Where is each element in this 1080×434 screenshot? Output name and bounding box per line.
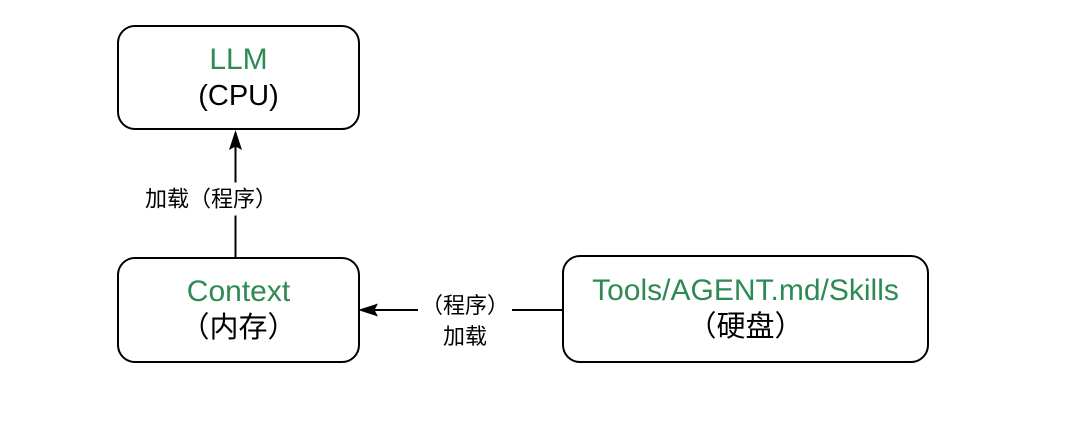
edge-label-tools-to-context: （程序） 加载 [417,289,513,353]
node-context: Context （内存） [117,257,360,363]
edge-label-tools-to-context-line1: （程序） [420,293,510,318]
edge-label-context-to-llm: 加载（程序） [141,182,281,216]
node-context-subtitle: （内存） [180,312,297,344]
node-llm: LLM (CPU) [117,25,360,130]
edge-label-tools-to-context-line2: 加载 [442,324,488,349]
node-tools-title: Tools/AGENT.md/Skills [592,274,899,307]
node-tools-subtitle: （硬盘） [687,311,804,343]
node-tools: Tools/AGENT.md/Skills （硬盘） [562,255,929,363]
node-llm-subtitle: (CPU) [198,79,279,112]
edge-context-to-llm-arrowhead-up-icon [229,130,242,150]
node-llm-title: LLM [209,42,268,76]
node-context-title: Context [186,275,291,308]
edge-tools-to-context-arrowhead-left-icon [358,303,378,317]
